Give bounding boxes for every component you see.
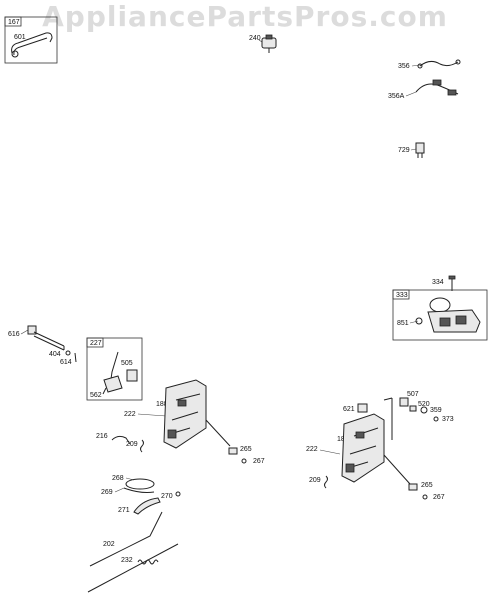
right-bracket-shape [341, 397, 411, 485]
leader-356 [411, 64, 421, 67]
left-bracket-shape [163, 379, 231, 449]
part-729-shape [415, 142, 425, 158]
callout-227: 227 [90, 340, 102, 347]
part-167-group: 167 601 [4, 16, 58, 64]
part-356a-shape [415, 79, 459, 96]
callout-216: 216 [96, 433, 108, 440]
callout-271: 271 [118, 507, 130, 514]
part-227-label-box [86, 337, 104, 348]
part-616-shape [27, 325, 65, 351]
left-control-group: 188 222 216 209 265 267 [96, 379, 265, 465]
part-356-group: 356 356A [388, 59, 461, 100]
part-167-label-box [4, 16, 22, 27]
part-334-shape [448, 275, 456, 291]
part-240-group: 240 [249, 34, 277, 53]
leader-356a [405, 91, 417, 97]
callout-270: 270 [161, 493, 173, 500]
rod-group: 202 232 [87, 511, 179, 593]
part-240-shape [261, 34, 277, 53]
part-270-shape [175, 491, 181, 497]
callout-265-right: 265 [421, 482, 433, 489]
callout-267-left: 267 [253, 458, 265, 465]
part-202-shape [89, 511, 163, 567]
part-333-group: 333 851 [392, 289, 488, 341]
part-359-shape [420, 406, 428, 414]
callout-209-right: 209 [309, 477, 321, 484]
part-268-shape [125, 478, 155, 490]
callout-240: 240 [249, 35, 261, 42]
callout-404: 404 [49, 351, 61, 358]
part-209-right-shape [324, 475, 328, 489]
callout-507: 507 [407, 391, 419, 398]
part-265-left-shape [228, 447, 238, 455]
callout-222-left: 222 [124, 411, 136, 418]
callout-729: 729 [398, 147, 410, 154]
callout-269: 269 [101, 489, 113, 496]
part-271-shape [133, 497, 161, 515]
leader-222-left [137, 413, 167, 417]
callout-621: 621 [343, 406, 355, 413]
leader-729 [410, 148, 417, 151]
part-507-shape [399, 397, 409, 407]
part-265-right-shape [408, 483, 418, 491]
part-269-shape [123, 487, 155, 493]
callout-268: 268 [112, 475, 124, 482]
callout-334: 334 [432, 279, 444, 286]
callout-505: 505 [121, 360, 133, 367]
callout-616: 616 [8, 331, 20, 338]
callout-167: 167 [8, 19, 20, 26]
part-267-right-shape [422, 494, 428, 500]
leader-851 [409, 320, 419, 324]
part-227-box [86, 337, 143, 401]
callout-265-left: 265 [240, 446, 252, 453]
callout-373: 373 [442, 416, 454, 423]
part-216-shape [111, 435, 131, 445]
part-333-shape [415, 297, 481, 333]
part-167-box [4, 16, 58, 64]
leader-222-right [319, 449, 341, 455]
part-333-label-box [392, 289, 410, 300]
callout-333: 333 [396, 292, 408, 299]
callout-562: 562 [90, 392, 102, 399]
callout-851: 851 [397, 320, 409, 327]
part-614-shape [74, 352, 77, 363]
part-373-shape [433, 416, 439, 422]
part-621-shape [357, 403, 368, 413]
callout-356: 356 [398, 63, 410, 70]
callout-202: 202 [103, 541, 115, 548]
part-404-shape [65, 350, 71, 356]
callout-188-right: 188 [337, 436, 349, 443]
leader-269 [114, 487, 125, 493]
callout-359: 359 [430, 407, 442, 414]
part-227-group: 227 505 562 [86, 337, 143, 401]
right-control-group: 507 520 621 359 373 188 222 209 265 267 [306, 391, 454, 501]
callout-188-left: 188 [156, 401, 168, 408]
part-616-group: 616 404 614 [8, 325, 77, 366]
part-334-group: 334 [432, 275, 456, 291]
callout-209-left: 209 [126, 441, 138, 448]
watermark: AppliancePartsPros.com [42, 0, 448, 33]
cable-group: 268 269 270 271 [101, 475, 181, 515]
part-267-left-shape [241, 458, 247, 464]
callout-267-right: 267 [433, 494, 445, 501]
leader-616 [20, 329, 29, 335]
part-209-left-shape [140, 439, 144, 453]
callout-520: 520 [418, 401, 430, 408]
part-601-shape [11, 32, 53, 58]
part-232-shape [87, 543, 179, 593]
part-520-shape [409, 405, 417, 412]
part-729-group: 729 [398, 142, 425, 158]
callout-222-right: 222 [306, 446, 318, 453]
part-333-box [392, 289, 488, 341]
part-356-shape [419, 60, 459, 67]
callout-614: 614 [60, 359, 72, 366]
part-227-shape [102, 351, 138, 395]
callout-232: 232 [121, 557, 133, 564]
callout-356a: 356A [388, 93, 405, 100]
callout-601: 601 [14, 34, 26, 41]
